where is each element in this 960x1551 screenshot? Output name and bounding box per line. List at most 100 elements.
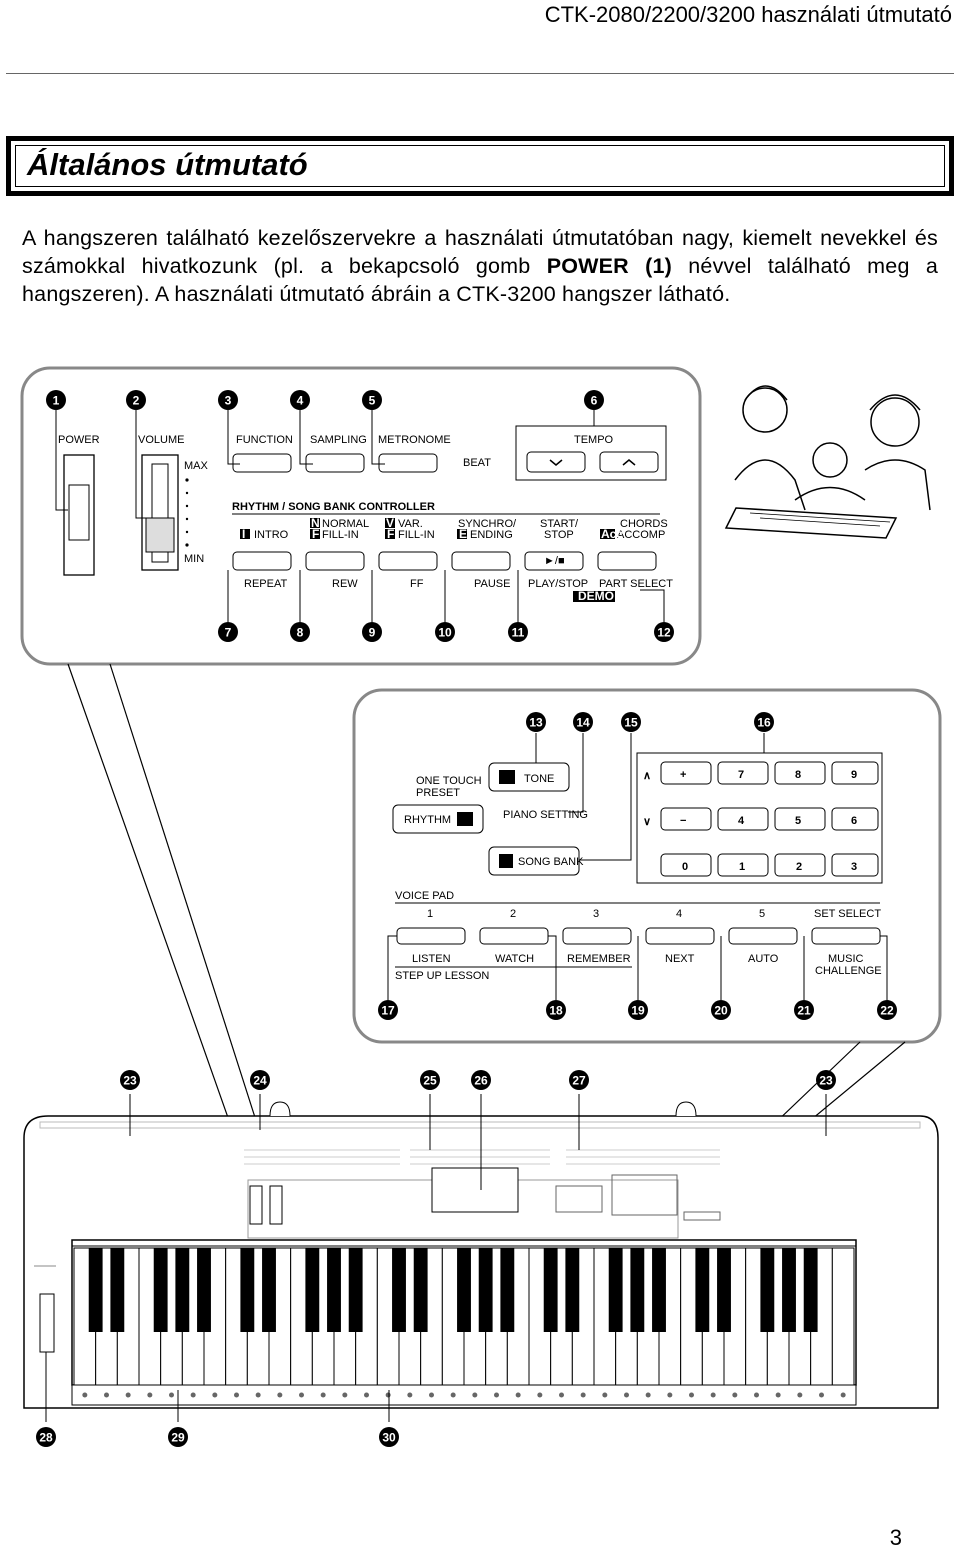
- keypad-key-3[interactable]: [831, 853, 879, 877]
- part-select-label: PART SELECT: [599, 578, 673, 590]
- key-marker: [234, 1392, 239, 1398]
- black-key[interactable]: [782, 1248, 796, 1332]
- sampling-button[interactable]: [305, 453, 365, 473]
- key-marker: [82, 1392, 88, 1398]
- svg-text:22: 22: [880, 1004, 894, 1018]
- voice-pad-label: VOICE PAD: [395, 890, 454, 902]
- callout-19: 19: [628, 1000, 648, 1020]
- start-label-2: STOP: [544, 529, 574, 541]
- svg-text:21: 21: [797, 1004, 811, 1018]
- black-key[interactable]: [413, 1248, 428, 1332]
- beat-label: BEAT: [463, 457, 491, 469]
- ff-button[interactable]: [378, 551, 438, 571]
- black-key[interactable]: [565, 1248, 580, 1332]
- white-key[interactable]: [831, 1247, 855, 1386]
- keypad-key-1[interactable]: [717, 853, 769, 877]
- metronome-button[interactable]: [378, 453, 438, 473]
- lesson-button-next[interactable]: [645, 927, 715, 945]
- black-key[interactable]: [175, 1248, 190, 1332]
- play-stop-button[interactable]: [524, 551, 584, 571]
- metronome-label: METRONOME: [378, 434, 451, 446]
- callout-22: 22: [877, 1000, 897, 1020]
- black-key[interactable]: [110, 1248, 125, 1332]
- black-key[interactable]: [803, 1248, 818, 1332]
- keypad-key-minus[interactable]: [660, 807, 712, 831]
- black-key[interactable]: [327, 1248, 341, 1332]
- svg-text:26: 26: [474, 1074, 488, 1088]
- pitch-bend-wheel[interactable]: [39, 1293, 55, 1353]
- keypad-key-plus[interactable]: [660, 761, 712, 785]
- lesson-button-auto[interactable]: [728, 927, 798, 945]
- keypad-key-2[interactable]: [774, 853, 826, 877]
- listen-label: LISTEN: [412, 953, 451, 965]
- black-key[interactable]: [500, 1248, 515, 1332]
- black-key[interactable]: [652, 1248, 666, 1332]
- key-marker: [624, 1392, 629, 1398]
- part-select-button[interactable]: [597, 551, 657, 571]
- repeat-button[interactable]: [232, 551, 292, 571]
- keypad-key-5[interactable]: [774, 807, 826, 831]
- lesson-button-listen[interactable]: [396, 927, 466, 945]
- auto-label: AUTO: [748, 953, 779, 965]
- song-bank-label: SONG BANK: [518, 856, 584, 868]
- function-button[interactable]: [232, 453, 292, 473]
- tempo-down-button[interactable]: [526, 451, 586, 473]
- play-stop-glyph: ►/■: [544, 555, 565, 567]
- next-label: NEXT: [665, 953, 695, 965]
- callout-11: 11: [508, 622, 528, 642]
- tempo-up-button[interactable]: [599, 451, 659, 473]
- black-key[interactable]: [457, 1248, 471, 1332]
- intro-text-2: névvel található meg a hangszeren). A ha…: [22, 254, 938, 306]
- black-key[interactable]: [88, 1248, 103, 1332]
- keypad-key-8[interactable]: [774, 761, 826, 785]
- callout-23: 23: [120, 1070, 140, 1090]
- svg-text:E: E: [459, 527, 467, 541]
- svg-text:4: 4: [738, 815, 745, 827]
- black-key[interactable]: [695, 1248, 710, 1332]
- black-key[interactable]: [543, 1248, 558, 1332]
- black-key[interactable]: [630, 1248, 645, 1332]
- keypad-key-0[interactable]: [660, 853, 712, 877]
- power-label: POWER: [58, 434, 100, 446]
- keypad-key-6[interactable]: [831, 807, 879, 831]
- black-key[interactable]: [478, 1248, 493, 1332]
- accomp-label: ACCOMP: [617, 529, 665, 541]
- demo-label: DEMO: [578, 589, 614, 603]
- song-list-print: [244, 1149, 720, 1165]
- svg-text:1: 1: [53, 394, 60, 408]
- volume-knob[interactable]: [145, 517, 175, 553]
- black-key[interactable]: [240, 1248, 255, 1332]
- black-key[interactable]: [305, 1248, 320, 1332]
- black-key[interactable]: [760, 1248, 775, 1332]
- lesson-button-watch[interactable]: [479, 927, 549, 945]
- callout-26: 26: [471, 1070, 491, 1090]
- family-illustration: [724, 385, 931, 539]
- callout-28: 28: [36, 1427, 56, 1447]
- callout-2: 2: [126, 390, 146, 410]
- rew-button[interactable]: [305, 551, 365, 571]
- black-key[interactable]: [153, 1248, 168, 1332]
- key-marker: [320, 1392, 326, 1398]
- keypad-key-9[interactable]: [831, 761, 879, 785]
- black-key[interactable]: [717, 1248, 731, 1332]
- black-key[interactable]: [262, 1248, 276, 1332]
- callout-10: 10: [435, 622, 455, 642]
- black-key[interactable]: [348, 1248, 363, 1332]
- keypad-key-7[interactable]: [717, 761, 769, 785]
- key-marker: [385, 1392, 391, 1398]
- keypad-key-4[interactable]: [717, 807, 769, 831]
- start-label-1: START/: [540, 518, 579, 530]
- black-key[interactable]: [608, 1248, 623, 1332]
- black-key[interactable]: [392, 1248, 406, 1332]
- key-marker: [299, 1392, 304, 1398]
- lesson-button-remember[interactable]: [562, 927, 632, 945]
- lesson-button-music-challenge[interactable]: [811, 927, 881, 945]
- svg-text:15: 15: [624, 716, 638, 730]
- watch-label: WATCH: [495, 953, 534, 965]
- svg-text:6: 6: [851, 815, 857, 827]
- pause-button[interactable]: [451, 551, 511, 571]
- svg-text:8: 8: [795, 769, 801, 781]
- svg-text:3: 3: [851, 861, 857, 873]
- pause-label: PAUSE: [474, 578, 510, 590]
- black-key[interactable]: [197, 1248, 211, 1332]
